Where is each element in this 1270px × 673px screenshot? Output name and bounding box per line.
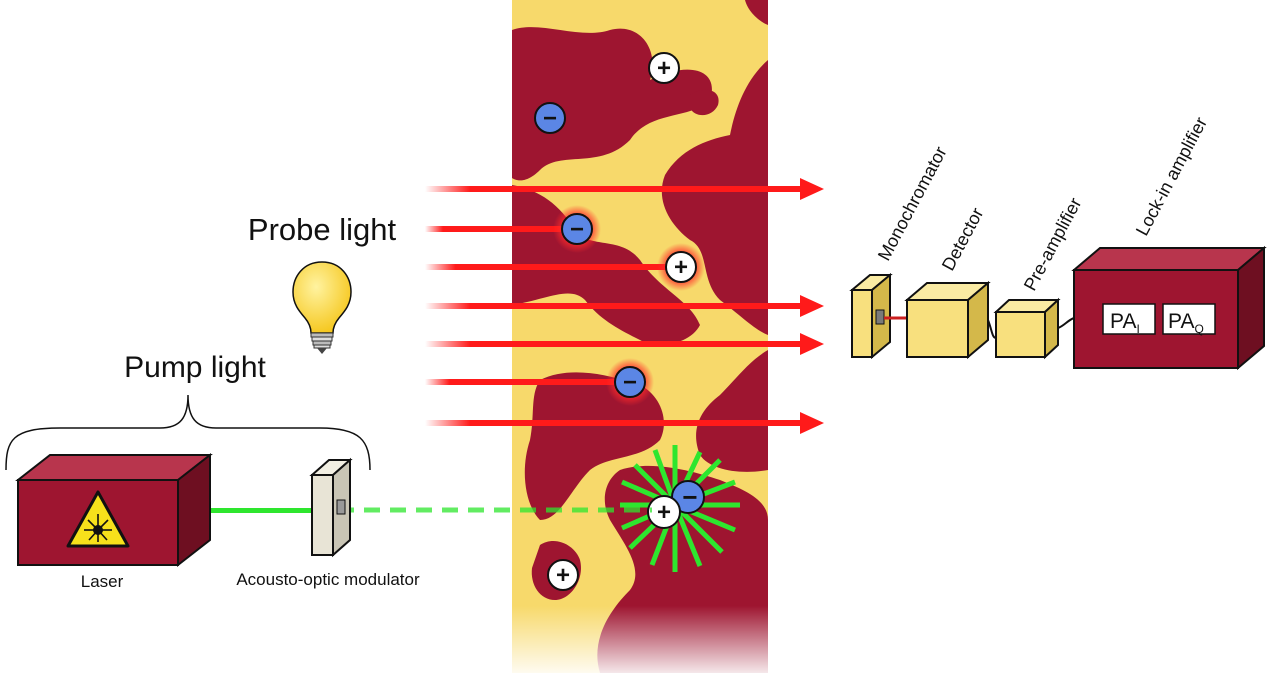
laser-warning-icon (66, 490, 130, 548)
probe-light-label: Probe light (248, 212, 397, 247)
hole-charge: + (547, 559, 579, 591)
electron-charge-absorbing: − (553, 205, 601, 253)
detector-label: Detector (938, 204, 988, 273)
laser-label: Laser (81, 572, 124, 591)
acousto-optic-modulator (309, 457, 353, 558)
probe-beam-transmitted (425, 412, 824, 434)
svg-text:+: + (657, 55, 671, 82)
svg-text:−: − (543, 105, 557, 132)
sample-film (512, 0, 768, 673)
probe-beam-absorbed (425, 226, 575, 232)
detector (904, 280, 991, 360)
detector-cable (987, 319, 997, 339)
light-bulb-icon (292, 261, 352, 354)
probe-beam-transmitted (425, 333, 824, 355)
svg-text:PAQ: PAQ (1168, 310, 1204, 336)
charges: + − − + − + (534, 52, 705, 591)
monochromator (849, 272, 893, 360)
lock-in-amplifier-label: Lock-in amplifier (1132, 114, 1211, 239)
svg-text:+: + (556, 562, 570, 589)
electron-charge-absorbing: − (606, 358, 654, 406)
exciton-pair: − + (647, 480, 705, 529)
pa-in-phase-display: PAI (1102, 303, 1156, 336)
probe-beams (425, 178, 824, 434)
lock-in-amplifier: PAI PAQ (1071, 245, 1267, 371)
svg-text:+: + (657, 499, 671, 526)
svg-text:PAI: PAI (1110, 310, 1140, 336)
electron-charge: − (534, 102, 566, 134)
svg-text:−: − (623, 369, 637, 396)
svg-text:−: − (570, 216, 584, 243)
pa-quadrature-display: PAQ (1162, 303, 1216, 336)
monochromator-label: Monochromator (874, 143, 951, 264)
hole-charge: + (648, 52, 680, 84)
hole-charge-absorbing: + (657, 243, 705, 291)
pump-beam (205, 507, 652, 513)
probe-beam-transmitted (425, 295, 824, 317)
svg-text:+: + (674, 254, 688, 281)
pre-amplifier (993, 297, 1061, 360)
aom-label: Acousto-optic modulator (236, 570, 420, 589)
laser-box (15, 452, 213, 568)
pump-light-brace (5, 394, 371, 471)
svg-text:−: − (682, 482, 697, 512)
probe-beam-transmitted (425, 178, 824, 200)
probe-beam-absorbed (425, 379, 630, 385)
hole-charge: + (647, 495, 681, 529)
probe-beam-absorbed (425, 264, 680, 270)
preamp-cable (1057, 317, 1075, 329)
electron-charge: − (671, 480, 705, 514)
pump-light-label: Pump light (124, 351, 266, 384)
